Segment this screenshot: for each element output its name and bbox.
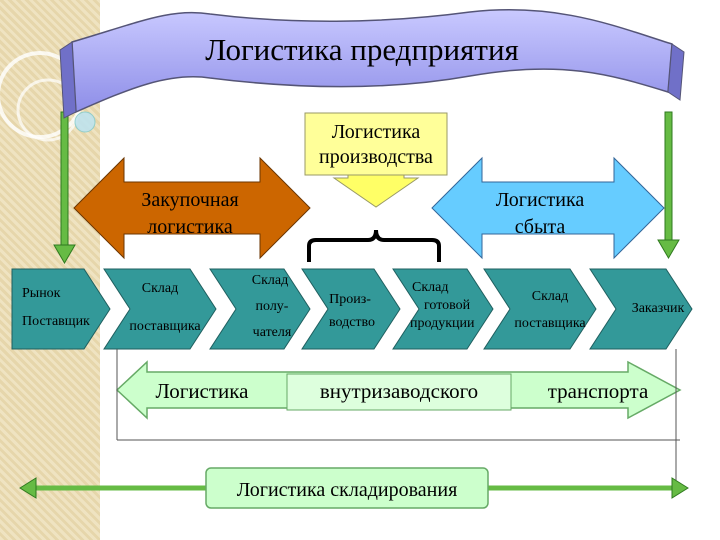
transport-left: Логистика [155, 379, 249, 403]
chain-step-6 [483, 268, 597, 350]
left-connector-arrow [53, 111, 76, 264]
chain-step-4 [301, 268, 401, 350]
chain-step-2-line-1: Склад [142, 281, 178, 296]
chain-step-4-line-2: водство [329, 315, 375, 330]
transport-middle: внутризаводского [320, 379, 478, 403]
sales-logistics-arrow: Логистика сбыта [431, 156, 665, 260]
chain-step-3 [209, 268, 311, 350]
warehousing-logistics-arrow: Логистика складирования [19, 467, 689, 509]
chain-step-3-line-2: полу- [256, 299, 289, 314]
transport-right: транспорта [548, 379, 649, 403]
chain-step-5 [392, 268, 494, 350]
production-line1: Логистика [332, 121, 421, 143]
procurement-line1: Закупочная [141, 189, 238, 211]
chain-step-6-line-1: Склад [532, 289, 568, 304]
chain-step-5-line-3: продукции [410, 316, 475, 331]
chain-step-1-line-1: Рынок [22, 286, 61, 301]
chain-step-6-line-2: поставщика [514, 316, 586, 331]
chain-step-3-line-3: чателя [253, 325, 292, 340]
sales-line2: сбыта [515, 216, 566, 238]
chain-step-2 [103, 268, 217, 350]
sales-line1: Логистика [496, 189, 585, 211]
transport-logistics-arrow: Логистика внутризаводского транспорта [115, 360, 682, 420]
chain-step-1-line-2: Поставщик [22, 314, 90, 329]
warehousing-label: Логистика складирования [237, 479, 458, 501]
production-brace [307, 229, 441, 262]
chain-step-3-line-1: Склад [252, 273, 288, 288]
banner-title: Логистика предприятия [205, 32, 519, 67]
chain-step-7 [589, 268, 693, 350]
right-connector-arrow [657, 111, 680, 259]
production-logistics-callout: Логистика производства [304, 112, 448, 208]
chain-step-5-line-1: Склад [412, 280, 448, 295]
procurement-logistics-arrow: Закупочная логистика [73, 156, 311, 260]
chain-step-4-line-1: Произ- [329, 292, 371, 307]
production-line2: производства [319, 146, 433, 168]
chain-step-1 [11, 268, 111, 350]
title-banner: Логистика предприятия [59, 9, 685, 119]
chain-step-2-line-2: поставщика [129, 319, 201, 334]
procurement-line2: логистика [147, 216, 233, 238]
connector-lines [116, 349, 680, 488]
chain-step-5-line-2: готовой [424, 298, 471, 313]
chain-step-7-line-1: Заказчик [632, 301, 685, 316]
